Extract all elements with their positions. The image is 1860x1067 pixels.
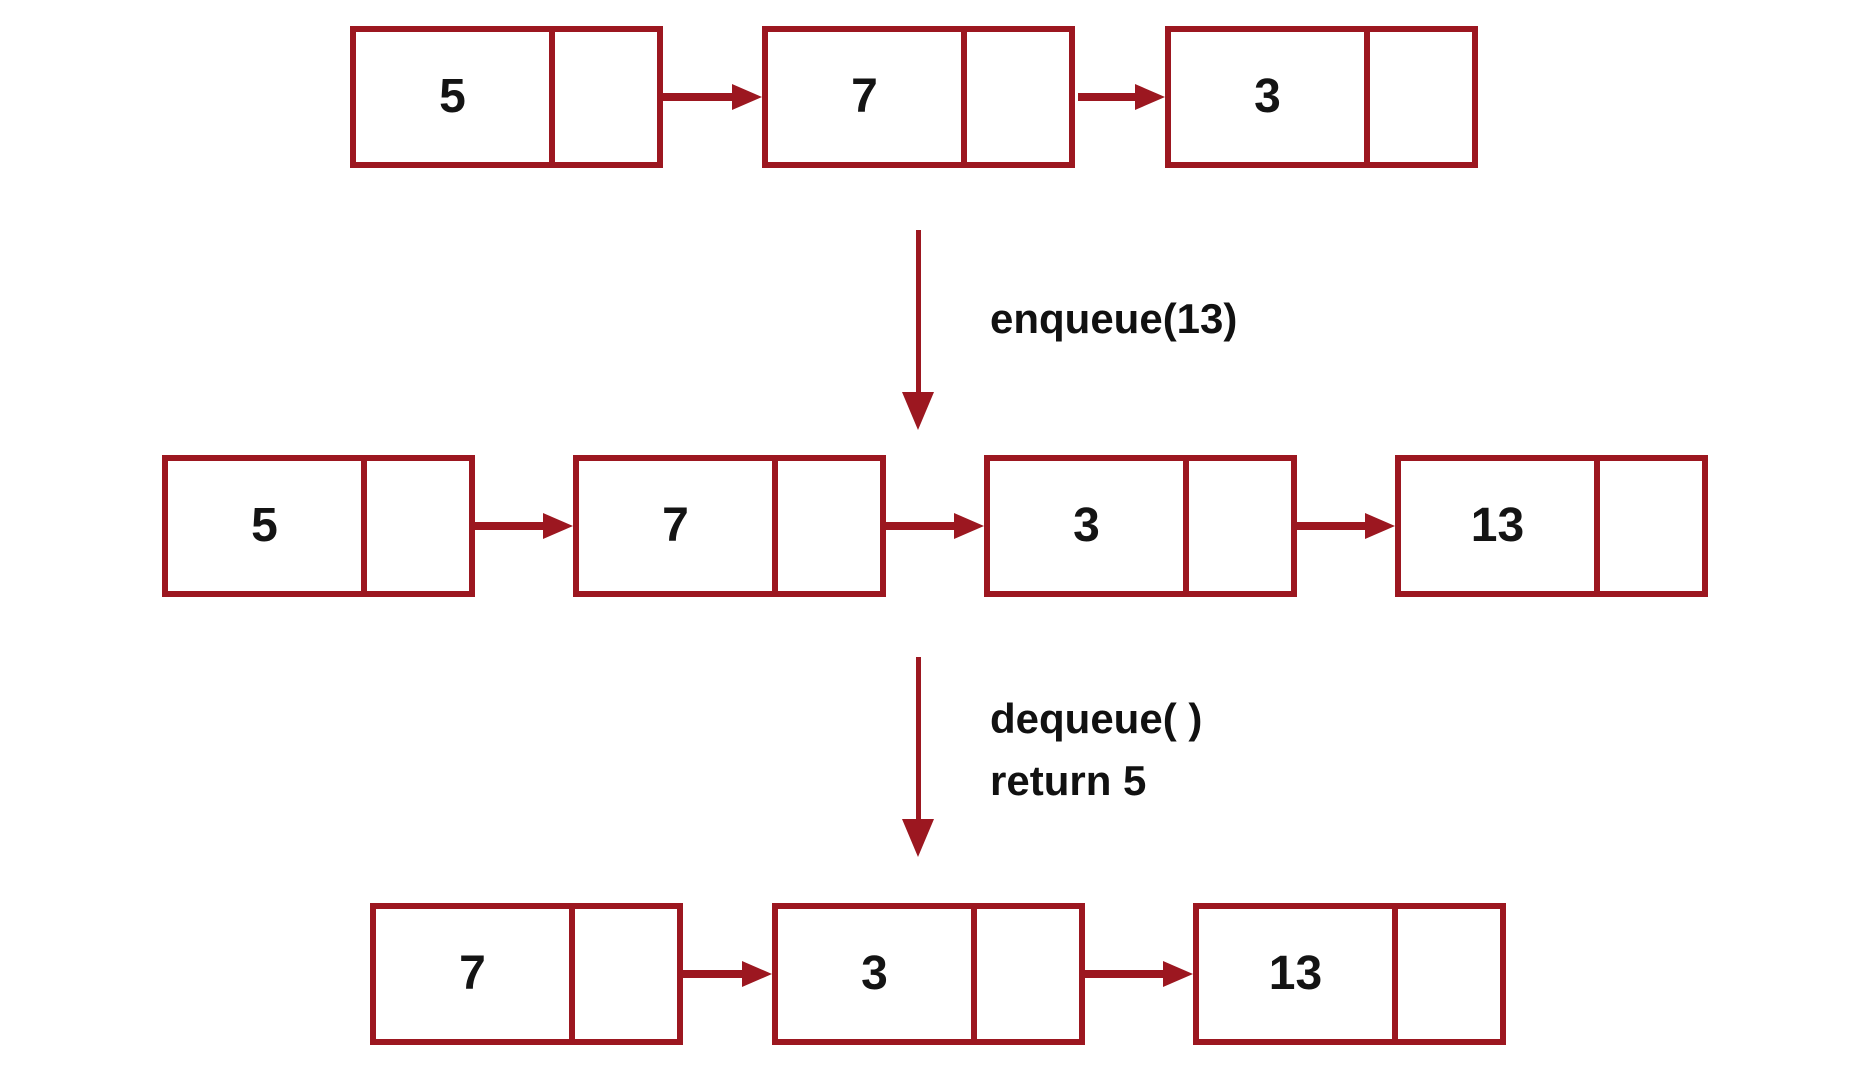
node-next-pointer-cell (1364, 32, 1472, 162)
next-pointer-arrow-line (683, 970, 742, 978)
node-next-pointer-cell (1594, 461, 1702, 591)
node-data-cell: 7 (579, 461, 772, 591)
node-data-cell: 3 (990, 461, 1183, 591)
node-next-pointer-cell (569, 909, 677, 1039)
dequeue-return-text: return 5 (990, 757, 1147, 804)
node-data-cell: 5 (356, 32, 549, 162)
arrow-right-icon (1365, 513, 1395, 539)
node-value: 7 (459, 947, 486, 1000)
node-value: 7 (662, 499, 689, 552)
enqueue-operation-label: enqueue(13) (990, 288, 1237, 350)
arrow-right-icon (1163, 961, 1193, 987)
node-next-pointer-cell (772, 461, 880, 591)
list-node: 13 (1193, 903, 1506, 1045)
node-data-cell: 13 (1199, 909, 1392, 1039)
list-node: 7 (573, 455, 886, 597)
node-next-pointer-cell (971, 909, 1079, 1039)
arrow-down-icon (902, 392, 934, 430)
next-pointer-arrow-line (1297, 522, 1365, 530)
arrow-down-icon (902, 819, 934, 857)
enqueue-arrow-line (916, 230, 921, 392)
enqueue-label-text: enqueue(13) (990, 295, 1238, 342)
arrow-right-icon (543, 513, 573, 539)
next-pointer-arrow-line (663, 93, 732, 101)
arrow-right-icon (954, 513, 984, 539)
node-value: 5 (439, 70, 466, 123)
arrow-right-icon (1135, 84, 1165, 110)
node-data-cell: 3 (778, 909, 971, 1039)
node-value: 13 (1470, 499, 1525, 552)
node-value: 13 (1268, 947, 1323, 1000)
node-value: 3 (1073, 499, 1100, 552)
node-next-pointer-cell (361, 461, 469, 591)
next-pointer-arrow-line (886, 522, 954, 530)
node-value: 5 (251, 499, 278, 552)
list-node: 13 (1395, 455, 1708, 597)
arrow-right-icon (732, 84, 762, 110)
node-value: 7 (851, 70, 878, 123)
node-next-pointer-cell (549, 32, 657, 162)
list-node: 3 (772, 903, 1085, 1045)
dequeue-label-text: dequeue( ) (990, 695, 1203, 742)
node-data-cell: 7 (376, 909, 569, 1039)
dequeue-arrow-line (916, 657, 921, 819)
list-node: 5 (162, 455, 475, 597)
dequeue-operation-label: dequeue( ) return 5 (990, 688, 1202, 812)
next-pointer-arrow-line (475, 522, 543, 530)
list-node: 7 (370, 903, 683, 1045)
node-value: 3 (861, 947, 888, 1000)
list-node: 7 (762, 26, 1075, 168)
next-pointer-arrow-line (1078, 93, 1135, 101)
node-data-cell: 13 (1401, 461, 1594, 591)
node-data-cell: 5 (168, 461, 361, 591)
node-next-pointer-cell (1183, 461, 1291, 591)
next-pointer-arrow-line (1085, 970, 1163, 978)
list-node: 5 (350, 26, 663, 168)
node-data-cell: 7 (768, 32, 961, 162)
arrow-right-icon (742, 961, 772, 987)
list-node: 3 (984, 455, 1297, 597)
node-next-pointer-cell (1392, 909, 1500, 1039)
node-data-cell: 3 (1171, 32, 1364, 162)
list-node: 3 (1165, 26, 1478, 168)
node-value: 3 (1254, 70, 1281, 123)
node-next-pointer-cell (961, 32, 1069, 162)
